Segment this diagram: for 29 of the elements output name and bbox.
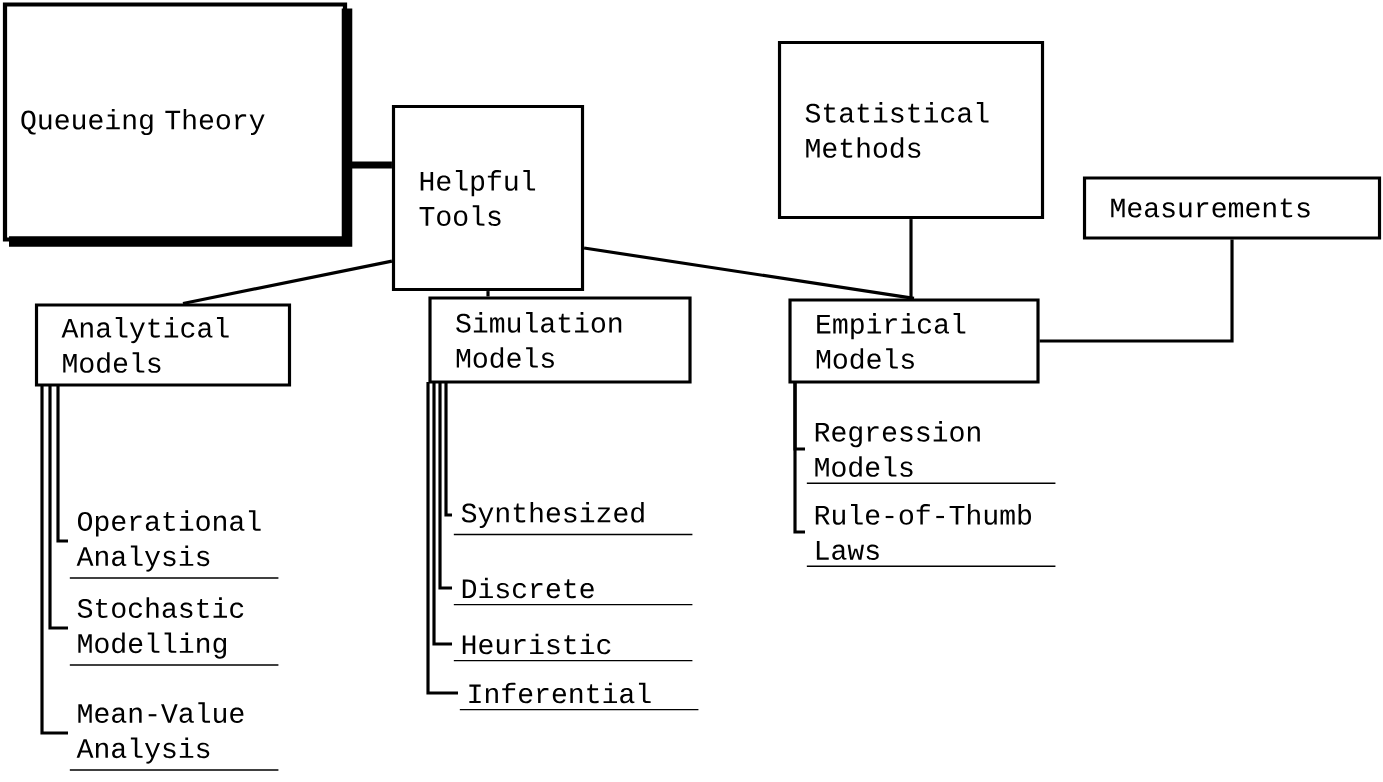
underlined-text: Synthesized: [453, 501, 693, 536]
box: Statistical Methods: [777, 40, 1045, 220]
connector: [432, 382, 452, 646]
connector: [426, 382, 458, 695]
underlined-text: Rule-of-Thumb Laws: [806, 504, 1056, 567]
connector: [793, 382, 805, 534]
connector: [909, 219, 913, 299]
connector: [1039, 239, 1234, 343]
underlined-text: Heuristic: [453, 633, 693, 662]
connector: [444, 382, 452, 517]
box: Measurements: [1082, 176, 1382, 240]
connector: [40, 385, 68, 735]
connector: [56, 385, 68, 543]
box: Analytical Models: [34, 303, 292, 387]
connector: [48, 385, 68, 630]
shadowed-box: Queueing Theory: [2, 2, 353, 247]
box: Helpful Tools: [391, 104, 585, 292]
underlined-text: Stochastic Modelling: [69, 597, 279, 666]
box: Empirical Models: [788, 298, 1040, 384]
box: Simulation Models: [428, 296, 692, 384]
underlined-text: Inferential: [459, 682, 699, 711]
connector: [438, 382, 452, 590]
connector: [486, 291, 490, 297]
underlined-text: Discrete: [453, 577, 693, 606]
underlined-text: Mean-Value Analysis: [69, 702, 279, 771]
underlined-text: Operational Analysis: [69, 510, 279, 579]
connector: [182, 259, 393, 305]
underlined-text: Regression Models: [806, 421, 1056, 484]
connector: [583, 246, 915, 300]
